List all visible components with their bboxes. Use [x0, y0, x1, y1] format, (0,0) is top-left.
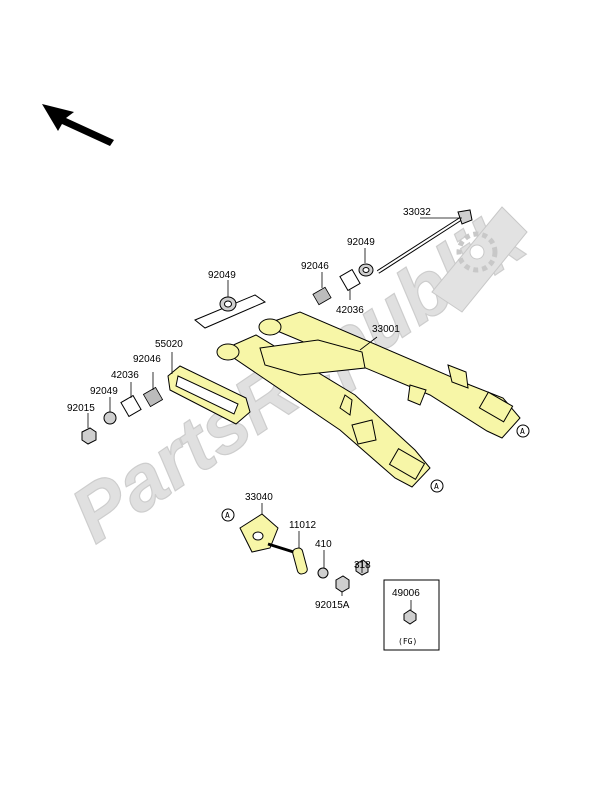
label-42036-top: 42036 [336, 305, 364, 316]
label-33040: 33040 [245, 492, 273, 503]
pivot-axle [376, 209, 473, 274]
label-92046-top: 92046 [301, 261, 329, 272]
marker-a3-text: A [225, 511, 230, 520]
label-92015: 92015 [67, 403, 95, 414]
label-55020: 55020 [155, 339, 183, 350]
swingarm [216, 311, 521, 488]
marker-a1-text: A [520, 427, 525, 436]
sleeve-42036-left [120, 394, 142, 418]
label-92046-left: 92046 [133, 354, 161, 365]
reference-marker-a1: A [516, 424, 530, 438]
inset-note: (FG) [398, 637, 417, 646]
seal-92049-top [358, 263, 374, 277]
part-labels: 33032 92049 92046 42036 33001 92049 5502… [67, 207, 431, 611]
inset-box: 49006 (FG) [383, 579, 440, 651]
chain-guide [167, 365, 251, 425]
plug-49006-icon [403, 609, 417, 625]
reference-marker-a2: A [430, 479, 444, 493]
bearing-92046-left [142, 386, 164, 408]
washer-410 [317, 567, 329, 579]
gear-watermark-icon [431, 206, 528, 313]
label-33032: 33032 [403, 207, 431, 218]
plate-11012 [292, 547, 308, 575]
label-410: 410 [315, 539, 332, 550]
nut-92015 [81, 427, 97, 445]
marker-a2-text: A [434, 482, 439, 491]
bushing-92046-top [312, 286, 332, 306]
label-33001: 33001 [372, 324, 400, 335]
leader-lines [87, 217, 462, 596]
nut-92015a [335, 575, 350, 593]
label-318: 318 [354, 560, 371, 571]
seal-92049-left [103, 411, 117, 425]
reference-marker-a3: A [221, 508, 235, 522]
label-92049-bottom: 92049 [90, 386, 118, 397]
front-direction-arrow-icon [42, 104, 114, 146]
label-49006: 49006 [392, 588, 420, 599]
seal-92049-left-top [194, 294, 267, 329]
label-92049-top: 92049 [347, 237, 375, 248]
label-42036-left: 42036 [111, 370, 139, 381]
label-92049-left: 92049 [208, 270, 236, 281]
sleeve-42036-top [339, 268, 361, 292]
label-92015a: 92015A [315, 600, 350, 611]
label-11012: 11012 [289, 520, 317, 531]
